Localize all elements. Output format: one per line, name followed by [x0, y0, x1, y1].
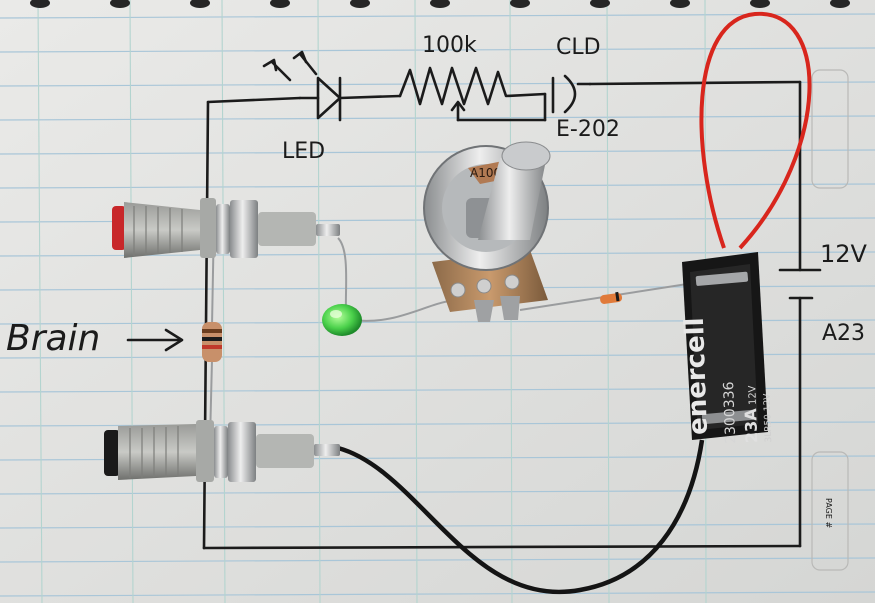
- label-led: LED: [282, 139, 325, 164]
- page-number-label: PAGE #: [824, 498, 833, 528]
- black-wire: [337, 439, 705, 595]
- label-cld-part: E-202: [556, 117, 620, 142]
- binding-holes: [30, 0, 850, 8]
- battery-brand: enercell: [680, 317, 714, 435]
- pot-marking: A100: [470, 166, 501, 180]
- battery-spec: 3LR50 12V: [763, 393, 775, 443]
- battery-type: 23A: [741, 408, 761, 444]
- label-battery-type: A23: [822, 321, 865, 346]
- potentiometer: A100: [423, 141, 551, 322]
- label-cld: CLD: [556, 35, 601, 60]
- label-voltage: 12V: [820, 240, 868, 268]
- label-pot-value: 100k: [422, 33, 477, 58]
- red-wire: [699, 11, 812, 250]
- battery-holder: enercell 2300336 23A 12V 3LR50 12V: [680, 252, 775, 444]
- label-brain: Brain: [6, 318, 100, 359]
- battery-voltage: 12V: [747, 385, 759, 405]
- small-diode: [600, 291, 623, 304]
- battery-part-no: 2300336: [721, 381, 739, 444]
- brain-resistor: [202, 322, 222, 362]
- green-led: [322, 304, 362, 336]
- notepad-margin-tabs: [811, 69, 849, 571]
- banana-jack-red: [112, 198, 340, 258]
- banana-jack-black: [104, 420, 340, 482]
